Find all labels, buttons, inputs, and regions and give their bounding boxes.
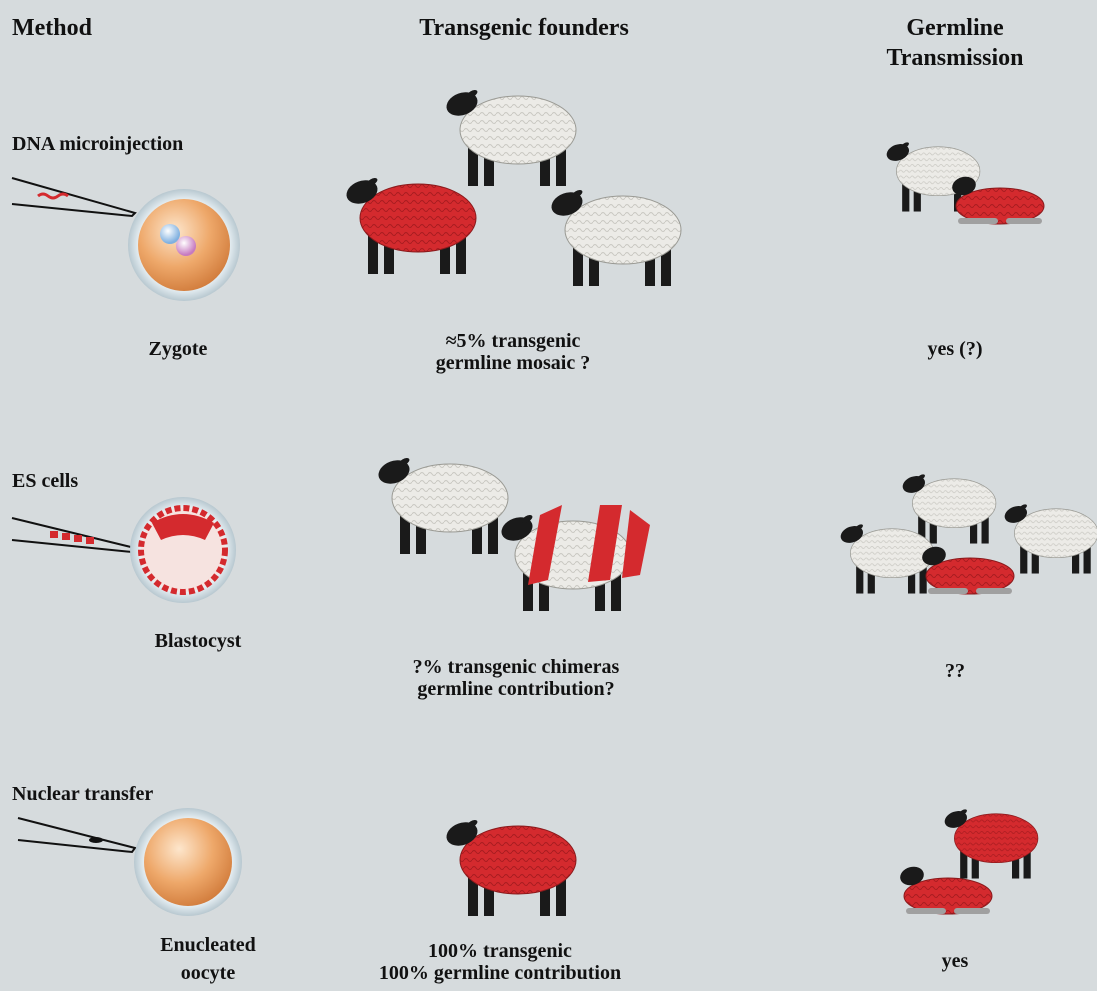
- founder-text-row1-line1: ≈5% transgenic: [446, 330, 581, 352]
- founder-text-row2-line1: ?% transgenic chimeras: [413, 656, 620, 678]
- founder-text-row1-line2: germline mosaic ?: [436, 352, 590, 374]
- zygote-icon: [128, 189, 240, 301]
- header-germline-line1: Germline: [906, 14, 1003, 42]
- founder-text-row2-line2: germline contribution?: [417, 678, 614, 700]
- founder-sheep-row2: [375, 456, 650, 611]
- offspring-row2: [838, 473, 1097, 594]
- offspring-row3: [898, 808, 1038, 914]
- transmission-row2: ??: [945, 660, 965, 682]
- cell-label-row3-line1: Enucleated: [160, 934, 256, 956]
- method-label-row2: ES cells: [12, 470, 78, 492]
- method-label-row1: DNA microinjection: [12, 133, 183, 155]
- micropipette-icon: [12, 178, 135, 216]
- cell-label-row3-line2: oocyte: [181, 962, 235, 984]
- cell-label-row1: Zygote: [149, 338, 208, 360]
- blastocyst-icon: [130, 497, 236, 603]
- cell-label-row2: Blastocyst: [155, 630, 242, 652]
- oocyte-icon: [134, 808, 242, 916]
- micropipette-icon: [18, 818, 135, 852]
- header-founders: Transgenic founders: [419, 14, 629, 42]
- header-germline-line2: Transmission: [887, 44, 1024, 72]
- micropipette-icon: [12, 518, 135, 552]
- founder-text-row3-line1: 100% transgenic: [428, 940, 572, 962]
- header-method: Method: [12, 14, 92, 42]
- founder-sheep-row1: [343, 88, 681, 286]
- offspring-row1: [884, 141, 1044, 224]
- transmission-row1: yes (?): [928, 338, 983, 360]
- founder-sheep-row3: [443, 818, 576, 916]
- transmission-row3: yes: [942, 950, 969, 972]
- method-label-row3: Nuclear transfer: [12, 783, 153, 805]
- founder-text-row3-line2: 100% germline contribution: [379, 962, 621, 984]
